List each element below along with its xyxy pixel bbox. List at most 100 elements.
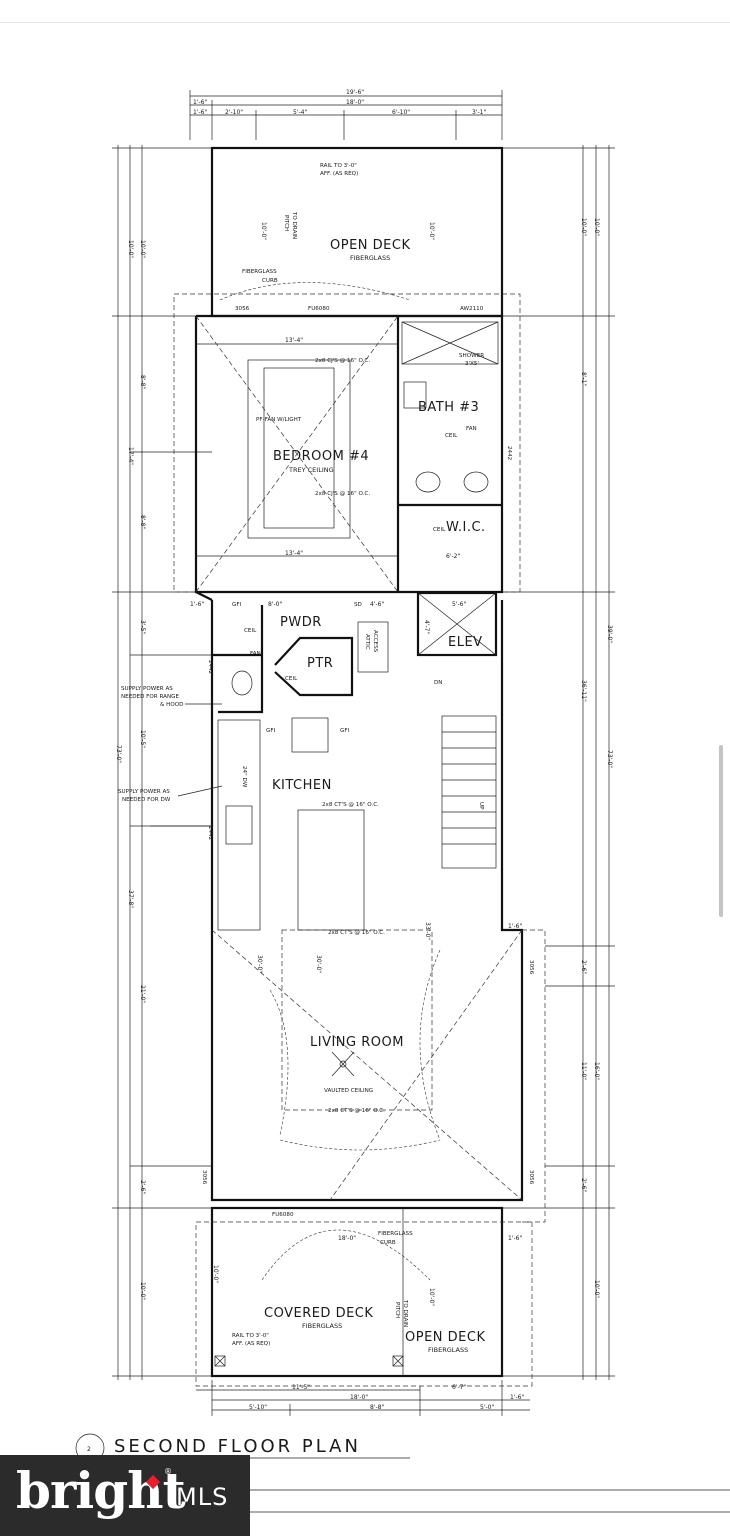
dim-right-bot: 10'-0" <box>593 1280 600 1298</box>
dim-bot-overall-1: 11'-5" <box>292 1384 310 1391</box>
note-pf-fan: PF-FAN W/LIGHT <box>256 417 302 423</box>
note-dn: DN <box>434 680 443 686</box>
powder-pantry: PWDR PTR CEIL FAN CEIL ATTIC ACCESS 8'-0… <box>212 601 389 714</box>
dim-bed-width-2: 13'-4" <box>285 550 303 557</box>
room-bath: BATH #3 <box>418 400 479 415</box>
note-supply-range-3: & HOOD <box>160 702 183 708</box>
note-gfi-3: GFI <box>340 728 350 734</box>
note-gfi-1: GFI <box>232 602 242 608</box>
dim-bot-6: 18'-0" <box>338 1235 356 1242</box>
win-2442-b: 2442 <box>207 660 213 674</box>
room-elev: ELEV <box>448 635 483 650</box>
note-joists-kitchen: 2x8 CT'S @ 16" O.C. <box>322 802 379 808</box>
dim-left-deck-1: 10'-0" <box>127 240 134 258</box>
note-pitch-2: TO DRAIN <box>291 211 297 239</box>
dim-right-liv-4: 2'-6" <box>580 1178 587 1192</box>
dim-elev-height: 4'-7" <box>423 620 430 634</box>
dim-left-living: 21'-0" <box>139 985 146 1003</box>
dim-left-bed-3: 8'-8" <box>139 515 146 529</box>
ceiling-fan-icon <box>331 1051 355 1077</box>
dim-vert-30-a: 30'-0" <box>256 955 263 973</box>
dim-top-3: 1'-6" <box>193 109 207 116</box>
note-supply-dw-2: NEEDED FOR DW <box>122 797 171 803</box>
dim-left-bed-2: 17'-4" <box>127 447 134 465</box>
dim-right-liv-1: 2'-6" <box>580 960 587 974</box>
dim-top-4: 2'-10" <box>225 109 243 116</box>
room-bedroom: BEDROOM #4 <box>273 449 369 464</box>
room-ptr: PTR <box>307 656 333 671</box>
note-fan-bath: FAN <box>466 426 477 432</box>
dim-left-kit: 10'-5" <box>139 730 146 748</box>
dim-bot-deck-v1: 10'-0" <box>212 1265 219 1283</box>
room-open-deck-bottom: OPEN DECK <box>405 1330 485 1345</box>
win-3056-c: 3056 <box>528 1170 534 1185</box>
note-ceil-wic: CEIL <box>433 527 446 533</box>
living-room: LIVING ROOM VAULTED CEILING 2x8 CT'S @ 1… <box>201 922 546 1223</box>
room-living: LIVING ROOM <box>310 1035 404 1050</box>
note-ceil-ptr: CEIL <box>285 676 298 682</box>
note-pitch-b2: TO DRAIN <box>402 1299 408 1327</box>
bright-mls-logo: bright ® MLS <box>0 1455 250 1536</box>
room-open-deck-top: OPEN DECK <box>330 238 410 253</box>
note-fiberglass-covered: FIBERGLASS <box>302 1322 342 1330</box>
room-pwdr: PWDR <box>280 615 322 630</box>
dim-right-bath: 8'-1" <box>580 372 587 386</box>
dim-right-overall-1: 39'-0" <box>606 625 613 643</box>
dim-left-pwdr: 3'-5" <box>139 620 146 634</box>
note-rail-top-2: AFF. (AS REQ) <box>320 171 358 177</box>
note-joists-bed-2: 2x8 CJ'S @ 16" O.C. <box>315 491 370 497</box>
logo-mls-text: MLS <box>176 1483 229 1511</box>
win-3056-b: 3056 <box>528 960 534 975</box>
win-3056-a: 3056 <box>235 306 250 312</box>
bottom-dimensions: 11'-5" 6'-7" 18'-0" 1'-6" 5'-10" 8'-8" 5… <box>196 1380 530 1416</box>
vertical-scrollbar[interactable] <box>719 745 723 917</box>
note-gfi-2: GFI <box>266 728 276 734</box>
top-divider <box>0 22 730 23</box>
dim-top-5: 5'-4" <box>293 109 307 116</box>
dim-left-overall: 73'-0" <box>115 745 122 763</box>
dim-left-bot-1: 2'-6" <box>139 1180 146 1194</box>
left-dimensions: 10'-0" 10'-0" 8'-8" 17'-4" 8'-8" 3'-5" 1… <box>112 145 212 1380</box>
note-ceil-pwdr: CEIL <box>244 628 257 634</box>
dim-top-7: 3'-1" <box>472 109 486 116</box>
right-dimensions: 10'-0" 10'-0" 8'-1" 39'-0" 36'-11" 73'-0… <box>502 145 615 1380</box>
dim-top-6: 6'-10" <box>392 109 410 116</box>
dim-vert-30-b: 30'-0" <box>315 955 322 973</box>
win-2442-c: 2442 <box>207 826 213 840</box>
note-sd-1: SD <box>354 602 362 608</box>
bath-3: BATH #3 SHOWER 3'X5' CEIL FAN W.I.C. CEI… <box>398 321 512 560</box>
room-wic: W.I.C. <box>446 520 486 535</box>
bottom-decks: COVERED DECK FIBERGLASS OPEN DECK FIBERG… <box>195 1206 533 1387</box>
dim-top-1: 1'-6" <box>193 99 207 106</box>
note-fu-door-bottom: FU6080 <box>272 1212 294 1218</box>
note-trey-ceiling: TREY CEILING <box>288 466 334 474</box>
dim-right-deck-1: 10'-0" <box>580 218 587 236</box>
dim-bath-width: 6'-2" <box>446 553 460 560</box>
logo-brand-text: bright <box>16 1461 186 1520</box>
dim-left-bot-2: 10'-0" <box>139 1282 146 1300</box>
stairs: UP DN <box>434 680 497 869</box>
exterior-walls <box>194 314 524 1202</box>
dim-left-deck-2: 10'-0" <box>139 240 146 258</box>
note-fiberglass-top: FIBERGLASS <box>350 254 390 262</box>
dim-stair-1: 1'-6" <box>508 923 522 930</box>
title-number: 2 <box>87 1446 91 1453</box>
win-3056-d: 3056 <box>201 1170 207 1185</box>
dim-bot-5: 1'-6" <box>510 1394 524 1401</box>
dim-deck-v1: 10'-0" <box>260 222 267 240</box>
note-joists-living-1: 2x8 CT'S @ 16" O.C. <box>328 930 385 936</box>
note-dw: 24" DW <box>241 766 247 788</box>
dim-left-mid-1: 1'-6" <box>190 601 204 608</box>
dim-bot-2: 8'-8" <box>370 1404 384 1411</box>
dim-bot-overall-2: 18'-0" <box>350 1394 368 1401</box>
note-joists-bed-1: 2x8 CJ'S @ 16" O.C. <box>315 358 370 364</box>
note-pitch-b1: PITCH <box>394 1302 400 1318</box>
note-rail-top-1: RAIL TO 3'-0" <box>320 163 357 169</box>
note-fiberglass-curb-b1: FIBERGLASS <box>378 1231 413 1237</box>
elevator: ELEV 5'-6" 4'-7" <box>416 591 498 657</box>
kitchen: KITCHEN 2x8 CT'S @ 16" O.C. SUPPLY POWER… <box>118 660 379 931</box>
dim-left-bed-1: 8'-8" <box>139 375 146 389</box>
dim-left-main: 37'-8" <box>127 890 134 908</box>
dim-right-liv-2: 11'-0" <box>580 1062 587 1080</box>
